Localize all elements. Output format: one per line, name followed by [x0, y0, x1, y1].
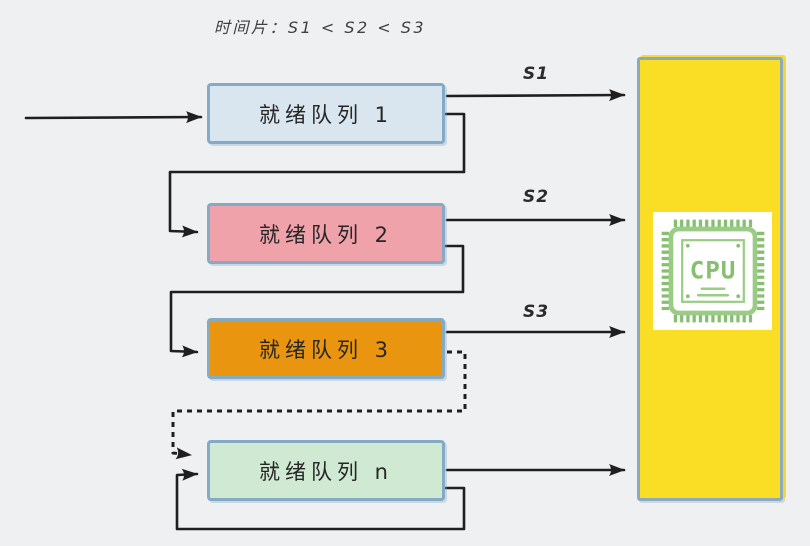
entry-arrow — [24, 111, 203, 124]
time-slice-label-s1: S1 — [522, 64, 550, 84]
chip-body — [668, 226, 757, 316]
diagram-title: 时间片：S1 < S2 < S3 — [213, 18, 427, 37]
cpu-icon-label: CPU — [689, 255, 736, 284]
time-slice-label-s2: S2 — [522, 187, 550, 207]
queue-box-n: 就绪队列 n — [207, 440, 445, 501]
queue-box-2: 就绪队列 2 — [207, 203, 445, 264]
feedback-arrow-queue2-to-queue3 — [169, 244, 465, 358]
dashed-arrow-queue3-to-queuen — [171, 350, 467, 460]
feedback-arrow-queue1-to-queue2 — [168, 112, 466, 238]
queue-1-label: 就绪队列 1 — [258, 102, 394, 127]
arrow-queue1-to-cpu — [445, 89, 626, 102]
chip-corner-dot — [735, 243, 740, 248]
queue-box-1: 就绪队列 1 — [207, 83, 445, 144]
time-slice-label-s3: S3 — [522, 302, 550, 322]
cpu-chip-icon: CPU — [653, 212, 772, 330]
loop-arrow-queuen — [175, 468, 466, 531]
queue-3-label: 就绪队列 3 — [258, 337, 394, 362]
cpu-chip-svg: CPU — [661, 219, 764, 323]
queue-box-3: 就绪队列 3 — [207, 318, 445, 379]
cpu-box: CPU — [637, 57, 783, 501]
chip-inner-frame — [680, 239, 745, 303]
queue-n-label: 就绪队列 n — [259, 459, 393, 484]
queue-2-label: 就绪队列 2 — [258, 222, 394, 247]
chip-corner-dot — [685, 243, 690, 248]
chip-corner-dot — [685, 294, 690, 299]
chip-corner-dot — [735, 294, 740, 299]
